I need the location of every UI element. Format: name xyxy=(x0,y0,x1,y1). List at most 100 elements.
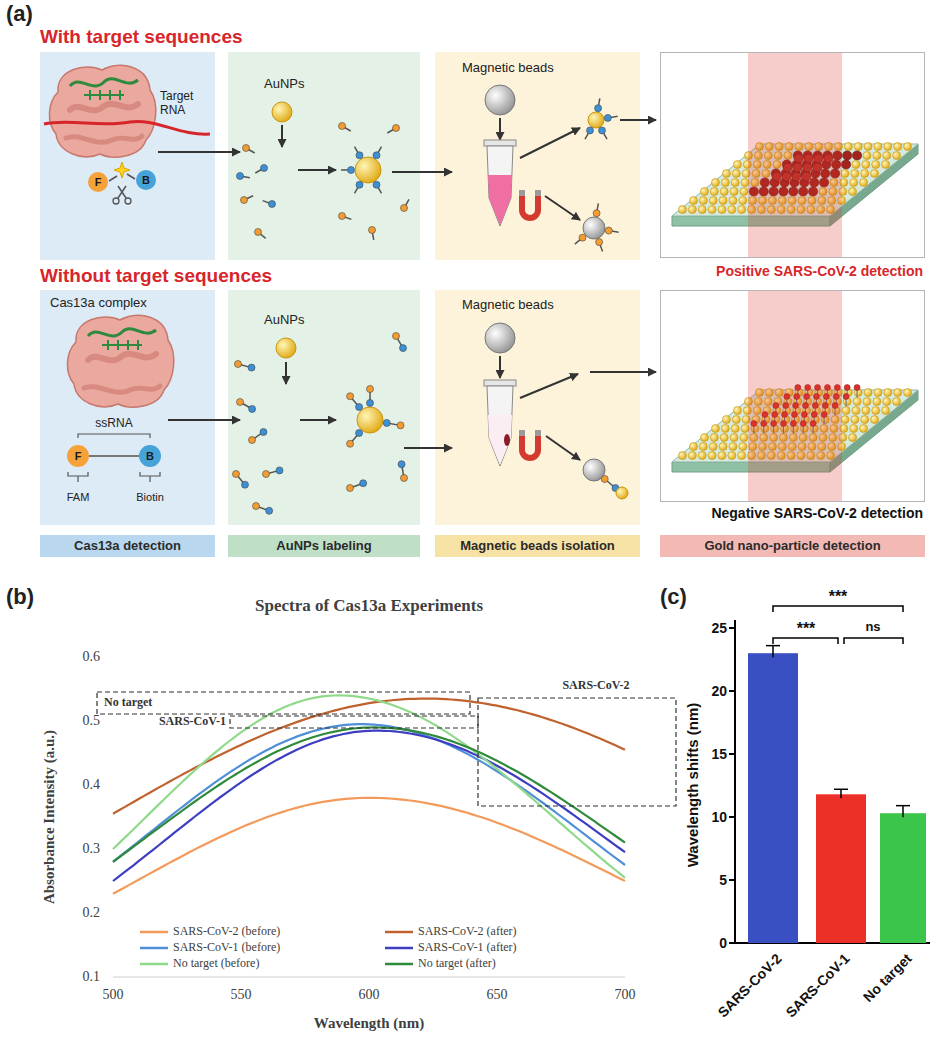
probe-label-dot xyxy=(373,152,380,159)
gold-sphere xyxy=(883,152,891,160)
cas13-protein xyxy=(67,315,173,407)
gold-sphere xyxy=(728,206,736,214)
cleavage-spark xyxy=(114,162,130,178)
gold-sphere xyxy=(711,425,719,433)
magnet xyxy=(522,436,538,458)
gold-sphere xyxy=(721,425,729,433)
tube-liquid xyxy=(488,415,512,465)
axis-tick xyxy=(729,753,735,755)
probe-label-dot xyxy=(261,165,268,172)
spectrum-curve xyxy=(113,727,625,861)
axis-tick xyxy=(729,942,735,944)
category-label: SARS-CoV-1 xyxy=(782,950,852,1020)
magnetic-bead xyxy=(485,323,515,353)
tick-label: 650 xyxy=(487,987,508,1003)
gold-nanoparticle xyxy=(272,102,292,122)
probe-label-dot xyxy=(373,181,380,188)
gold-nanoparticle xyxy=(616,487,628,499)
fam-dot-small xyxy=(263,471,270,478)
protein-body xyxy=(49,65,155,157)
probe-label-dot xyxy=(269,201,276,208)
gold-sphere xyxy=(894,143,902,151)
gold-sphere xyxy=(729,197,737,205)
gold-sphere xyxy=(729,443,737,451)
probe-label-dot xyxy=(339,123,346,130)
biotin-dot-small xyxy=(398,461,405,468)
fam-dot-small xyxy=(235,361,242,368)
gold-sphere xyxy=(722,170,730,178)
gold-sphere xyxy=(864,143,872,151)
tube-body xyxy=(487,146,513,226)
protein-body xyxy=(67,315,173,407)
stage-panel: AuNPs xyxy=(228,290,420,525)
gold-sphere xyxy=(883,398,891,406)
gold-nanoparticle xyxy=(588,112,604,128)
gold-sphere xyxy=(850,179,858,187)
gold-sphere xyxy=(678,452,686,460)
gold-sphere xyxy=(884,389,892,397)
gold-sphere xyxy=(710,188,718,196)
spectrum-curve xyxy=(113,724,625,865)
probe-label-dot xyxy=(369,227,376,234)
y-axis xyxy=(734,620,736,944)
gold-sphere xyxy=(739,197,747,205)
gold-nanoparticle xyxy=(357,407,383,433)
gold-sphere xyxy=(700,434,708,442)
probe-label-dot xyxy=(593,210,600,217)
gold-sphere xyxy=(842,407,850,415)
node-text: Negative SARS-CoV-2 detection xyxy=(711,505,923,521)
gold-sphere xyxy=(882,407,890,415)
gold-sphere xyxy=(719,443,727,451)
gold-sphere xyxy=(854,143,862,151)
legend-text: SARS-CoV-1 (after) xyxy=(418,941,517,955)
tick-label: 550 xyxy=(231,987,252,1003)
flow-arrow xyxy=(158,151,240,153)
gold-sphere xyxy=(738,206,746,214)
tick-label: 600 xyxy=(359,987,380,1003)
crrna-stem xyxy=(84,90,124,100)
magnetic-bead xyxy=(583,217,605,239)
node-text: AuNPs xyxy=(264,313,304,328)
spectrum-curve xyxy=(113,695,625,877)
highlight-box xyxy=(97,692,470,714)
gold-sphere xyxy=(689,443,697,451)
gold-sphere xyxy=(849,188,857,196)
probe-head xyxy=(844,385,850,391)
gold-sphere xyxy=(853,398,861,406)
tick-label: 0.5 xyxy=(83,713,101,729)
bar xyxy=(816,794,866,943)
scissors xyxy=(118,186,126,198)
error-bar xyxy=(840,789,842,798)
gold-sphere xyxy=(849,434,857,442)
tick-label: 15 xyxy=(711,746,727,762)
crrna-strand xyxy=(88,329,156,336)
significance-mark: *** xyxy=(829,588,848,606)
protein-fold xyxy=(84,386,160,392)
node-text: Magnetic beads xyxy=(462,61,554,76)
biotin-dot: B xyxy=(139,445,161,467)
gold-sphere xyxy=(733,161,741,169)
step-name: AuNPs labeling xyxy=(276,539,371,554)
probe-label-dot xyxy=(356,181,363,188)
category-label: SARS-CoV-2 xyxy=(714,950,784,1020)
stage-panel: Magnetic beads xyxy=(435,290,640,525)
gold-sphere xyxy=(893,152,901,160)
fam-dot: F xyxy=(67,445,89,467)
panel-letter: (c) xyxy=(660,584,687,609)
fam-dot: F xyxy=(88,172,108,192)
gold-sphere xyxy=(709,443,717,451)
axis-tick xyxy=(729,690,735,692)
fam-dot-small xyxy=(237,399,244,406)
magnetic-bead xyxy=(485,85,515,115)
gold-sphere xyxy=(700,188,708,196)
biotin-dot-small xyxy=(356,430,363,437)
probe-head xyxy=(854,385,860,391)
chart-title: Spectra of Cas13a Experiments xyxy=(255,596,483,616)
magnet-pole xyxy=(519,190,525,196)
significance-bracket xyxy=(844,638,903,644)
error-bar xyxy=(902,806,904,818)
fam-dot-small xyxy=(347,393,354,400)
legend-line xyxy=(385,947,413,950)
highlight-box xyxy=(478,698,676,806)
